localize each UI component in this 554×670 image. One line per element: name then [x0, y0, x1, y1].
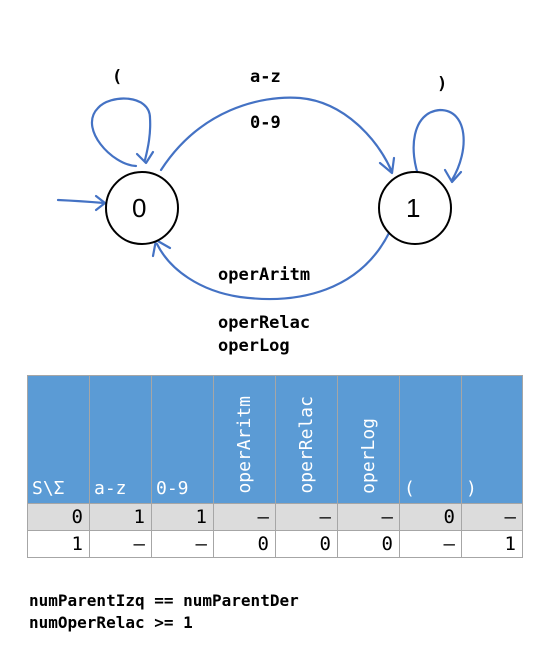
table-cell: 0 — [399, 503, 462, 531]
edge-0-to-1 — [159, 96, 396, 175]
table-header-row: S\Σ a-z 0-9 operAritm operRelac operLog … — [27, 375, 523, 504]
edge-label-operRelac: operRelac — [218, 313, 311, 333]
header-cell: ( — [399, 375, 462, 504]
header-cell: operAritm — [213, 375, 276, 504]
table-cell: – — [337, 503, 400, 531]
table-cell: – — [461, 503, 523, 531]
table-row: 0 1 1 – – – 0 – — [27, 503, 523, 531]
table-cell: 0 — [275, 530, 338, 558]
state-1-label: 1 — [406, 193, 421, 223]
header-cell: a-z — [89, 375, 152, 504]
loop-label-state0: ( — [112, 67, 123, 87]
table-cell: – — [151, 530, 214, 558]
table-cell: 0 — [213, 530, 276, 558]
header-cell: ) — [461, 375, 523, 504]
header-cell: operLog — [337, 375, 400, 504]
table-cell: 1 — [89, 503, 152, 531]
table-cell: 1 — [27, 530, 90, 558]
table-cell: 0 — [337, 530, 400, 558]
edge-label-operAritm: operAritm — [218, 265, 311, 285]
table-cell: 1 — [461, 530, 523, 558]
state-1-circle — [378, 171, 452, 245]
table-row: 1 – – 0 0 0 – 1 — [27, 530, 523, 558]
loop-arrow-state0 — [90, 97, 155, 168]
condition-parentheses: numParentIzq == numParentDer — [29, 591, 299, 610]
edge-label-a-z: a-z — [250, 67, 281, 87]
loop-label-state1: ) — [437, 74, 448, 94]
table-cell: – — [89, 530, 152, 558]
table-cell: 0 — [27, 503, 90, 531]
transition-table: S\Σ a-z 0-9 operAritm operRelac operLog … — [27, 375, 523, 558]
table-cell: – — [399, 530, 462, 558]
state-0-label: 0 — [132, 193, 147, 223]
loop-arrow-state1 — [412, 108, 465, 184]
state-diagram — [56, 96, 465, 301]
table-cell: – — [213, 503, 276, 531]
header-cell: S\Σ — [27, 375, 90, 504]
edge-label-0-9: 0-9 — [250, 113, 281, 133]
header-cell: 0-9 — [151, 375, 214, 504]
edge-label-operLog: operLog — [218, 336, 290, 356]
table-cell: – — [275, 503, 338, 531]
start-arrow — [56, 194, 107, 212]
state-0-circle — [105, 171, 179, 245]
table-cell: 1 — [151, 503, 214, 531]
header-cell: operRelac — [275, 375, 338, 504]
condition-relational: numOperRelac >= 1 — [29, 613, 193, 632]
